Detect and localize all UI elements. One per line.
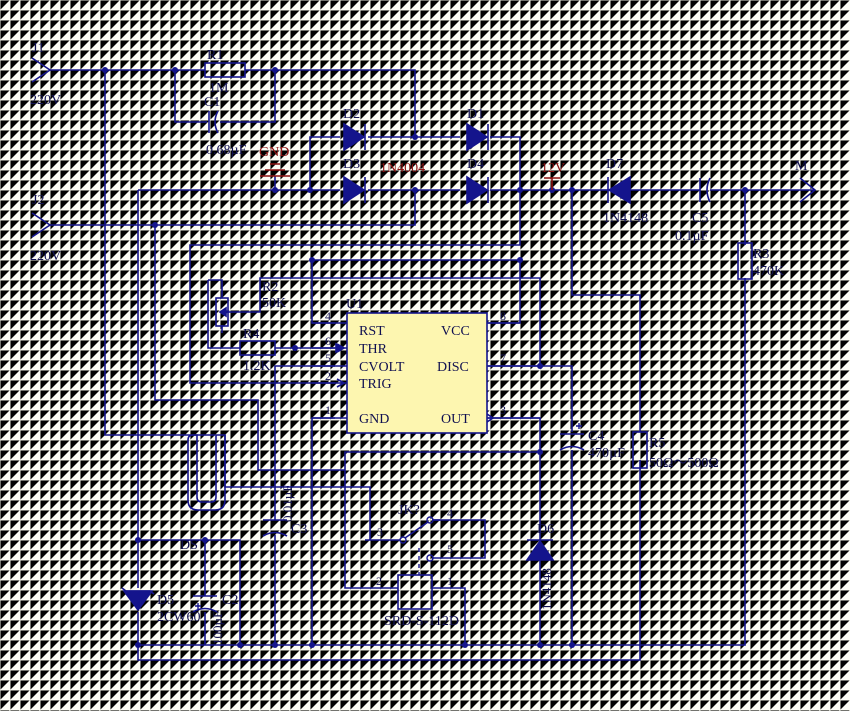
d1-label: D1 <box>467 107 484 122</box>
c1-label: C1 <box>204 95 220 110</box>
d5-label: D5 <box>157 593 174 608</box>
capacitor-c2[interactable]: C2 100µF <box>192 593 238 645</box>
d7-value: 1N4148 <box>603 211 648 226</box>
j1-label: J1 <box>32 41 44 56</box>
r5-label: R5 <box>649 436 665 451</box>
c1-value: 0.68µF <box>206 143 247 158</box>
r1-value: 1M <box>209 81 229 96</box>
c2-label: C2 <box>222 593 238 608</box>
d4-label: D4 <box>467 157 484 172</box>
c5-label: C5 <box>692 211 708 226</box>
j1-voltage: 220V <box>30 93 61 108</box>
r3-value: 470K <box>753 264 784 279</box>
ic-u1[interactable]: U1 4 6 5 2 1 RST THR CVOLT TRIG GND 8 7 … <box>312 297 540 434</box>
diode-d2[interactable]: D2 <box>343 107 366 152</box>
r3-label: R3 <box>753 247 769 262</box>
u1-pin2-num: 2 <box>325 369 331 383</box>
u1-pin4-num: 4 <box>325 309 331 323</box>
m-label: M <box>795 159 808 174</box>
v12-label: 12V <box>541 161 565 176</box>
r4-label: R4 <box>243 327 259 342</box>
u1-pin-trig: TRIG <box>359 377 392 392</box>
u1-pin-vcc: VCC <box>441 324 470 339</box>
u1-pin7-num: 7 <box>500 351 506 365</box>
u1-pin-out: OUT <box>441 412 470 427</box>
resistor-r3[interactable]: R3 470K <box>737 242 784 280</box>
relay-pin3: 3 <box>377 525 383 539</box>
resistor-r4[interactable]: R4 1.2K <box>239 327 276 374</box>
relay-pin5: 5 <box>447 542 453 556</box>
capacitor-c3[interactable]: C3 0.01µF <box>262 485 307 537</box>
u1-pin-gnd: GND <box>359 412 389 427</box>
d7-label: D7 <box>606 157 623 172</box>
r5-value: 50Ω～500Ω <box>649 456 719 471</box>
r1-label: R1 <box>207 48 223 63</box>
diode-d4[interactable]: D4 <box>466 157 489 205</box>
u1-pin1-num: 1 <box>325 403 331 417</box>
diode-d1[interactable]: D1 <box>466 107 489 152</box>
j2-label: J2 <box>32 193 44 208</box>
gnd-symbol: GND <box>259 145 290 190</box>
zener-d5[interactable]: D5 2CW60 <box>121 587 201 625</box>
u1-pin3-num: 3 <box>500 403 506 417</box>
relay-contacts[interactable]: JK? 3 4 5 <box>377 503 453 562</box>
resistor-r5[interactable]: R5 50Ω～500Ω <box>632 431 719 471</box>
capacitor-c5[interactable]: C5 0.1µF <box>675 177 711 244</box>
d6-label: D6 <box>537 522 554 537</box>
r2-value: 50K <box>262 296 286 311</box>
u1-pin5-num: 5 <box>325 351 331 365</box>
relay-model: SRD-S-112D <box>384 614 459 629</box>
potentiometer-r2[interactable]: R2 50K <box>215 280 286 327</box>
u1-pin-rst: RST <box>359 324 385 339</box>
resistor-r1[interactable]: R1 1M <box>175 48 246 96</box>
c3-value: 0.01µF <box>280 485 295 522</box>
u1-label: U1 <box>346 297 363 312</box>
c4-label: C4 <box>588 429 604 444</box>
relay-pin1: 1 <box>447 574 453 588</box>
bridge-diode-type: 1N4004 <box>380 161 425 176</box>
terminal-m[interactable]: M <box>745 159 817 203</box>
u1-pin-cvolt: CVOLT <box>359 360 405 375</box>
c5-value: 0.1µF <box>675 229 709 244</box>
relay-pin2: 2 <box>376 574 382 588</box>
net-12v: 12V <box>541 161 565 190</box>
d6-value: 1N4148 <box>539 568 554 610</box>
c3-label: C3 <box>291 522 307 537</box>
d2-label: D2 <box>343 107 360 122</box>
c4-value: 470µF <box>588 446 625 461</box>
terminal-j1[interactable]: J1 220V <box>30 41 61 108</box>
j2-voltage: 220V <box>30 249 61 264</box>
terminal-j2[interactable]: J2 220V <box>30 193 61 264</box>
r2-label: R2 <box>262 280 278 295</box>
capacitor-c1[interactable]: C1 0.68µF <box>204 95 247 158</box>
u1-pin-thr: THR <box>359 342 388 357</box>
lamp-ds[interactable]: DS <box>180 434 226 553</box>
diode-d7[interactable]: D7 1N4148 <box>600 157 648 226</box>
diode-d3[interactable]: D3 <box>343 157 366 205</box>
ds-label: DS <box>180 538 198 553</box>
wires <box>50 69 746 661</box>
r4-value: 1.2K <box>243 359 271 374</box>
u1-pin8-num: 8 <box>500 309 506 323</box>
u1-pin-disc: DISC <box>437 360 469 375</box>
c2-value: 100µF <box>210 611 225 645</box>
relay-pin4: 4 <box>447 506 453 520</box>
gnd-label: GND <box>259 145 289 160</box>
d5-value: 2CW60 <box>157 610 201 625</box>
jk-label: JK? <box>398 503 420 518</box>
diode-d6[interactable]: D6 1N4148 <box>525 522 555 610</box>
relay-coil[interactable]: 2 1 SRD-S-112D <box>376 574 459 629</box>
junctions <box>102 67 748 648</box>
d3-label: D3 <box>343 157 360 172</box>
u1-pin6-num: 6 <box>325 334 331 348</box>
capacitor-c4[interactable]: C4 470µF <box>559 423 625 461</box>
